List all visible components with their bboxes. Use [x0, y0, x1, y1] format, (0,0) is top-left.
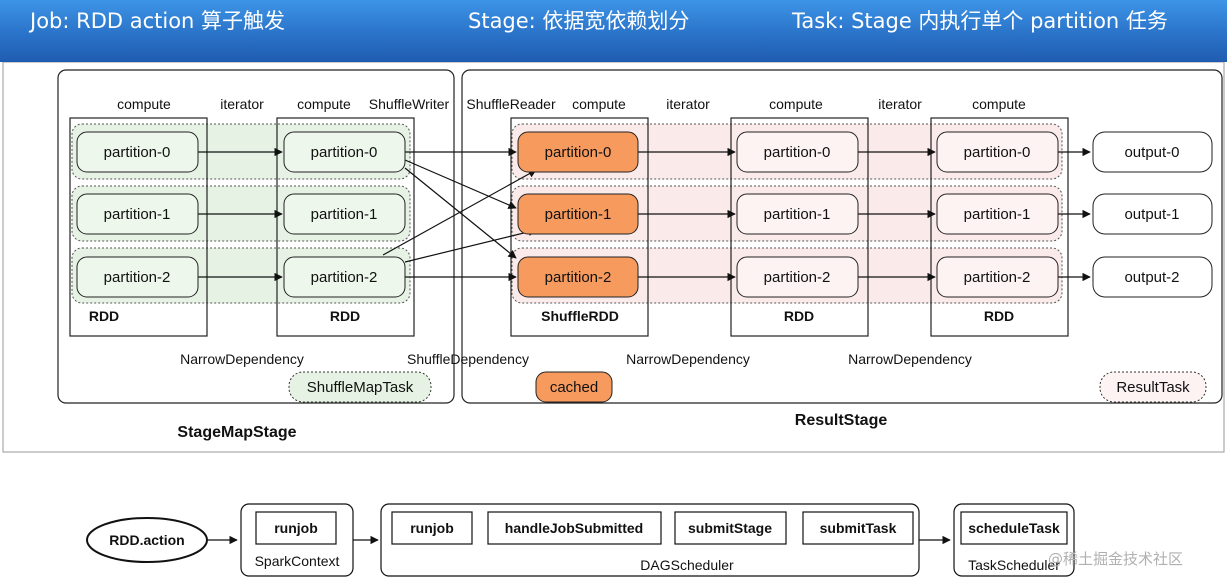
schedule-task-node — [960, 511, 1068, 545]
partition-label: partition-1 — [764, 206, 831, 223]
partition-node — [736, 193, 859, 235]
partition-node — [283, 131, 406, 173]
rdd-label: RDD — [89, 308, 119, 324]
output-label: output-2 — [1124, 269, 1179, 286]
iterator-label: iterator — [220, 96, 264, 112]
partition-label: partition-2 — [104, 269, 171, 286]
compute-label: compute — [972, 96, 1026, 112]
partition-node — [936, 131, 1059, 173]
narrow-dependency-label: NarrowDependency — [626, 351, 750, 367]
cached-label: cached — [550, 379, 598, 396]
shuffle-rdd-box — [510, 117, 649, 337]
shuffle-dependency-label: ShuffleDependency — [407, 351, 529, 367]
partition-label: partition-1 — [545, 206, 612, 223]
iterator-label: iterator — [666, 96, 710, 112]
runjob-node — [255, 511, 337, 545]
runjob-label: runjob — [274, 520, 318, 536]
dag-scheduler-label: DAGScheduler — [640, 557, 734, 573]
rdd-action-label: RDD.action — [109, 532, 184, 548]
handle-job-submitted-label: handleJobSubmitted — [505, 520, 643, 536]
job-banner-text: Job: RDD action 算子触发 — [30, 9, 286, 33]
partition-label: partition-0 — [545, 144, 612, 161]
submit-stage-label: submitStage — [688, 520, 772, 536]
partition-label: partition-0 — [764, 144, 831, 161]
cached-partition-node — [517, 193, 639, 235]
partition-label: partition-1 — [964, 206, 1031, 223]
spark-job-diagram: compute iterator compute ShuffleWriter S… — [2, 62, 1225, 577]
rdd-label: RDD — [984, 308, 1014, 324]
result-task-label: ResultTask — [1116, 379, 1190, 396]
cached-partition-node — [517, 131, 639, 173]
shuffle-arrow — [382, 169, 537, 256]
dag-runjob-label: runjob — [410, 520, 454, 536]
partition-node — [936, 193, 1059, 235]
partition-label: partition-0 — [964, 144, 1031, 161]
cached-badge — [535, 371, 613, 403]
output-node — [1092, 193, 1213, 235]
stage-banner-text: Stage: 依据宽依赖划分 — [468, 9, 690, 33]
partition-node — [283, 193, 406, 235]
partition-label: partition-2 — [764, 269, 831, 286]
rdd-label: RDD — [330, 308, 360, 324]
compute-label: compute — [297, 96, 351, 112]
stage-map-stage-panel — [57, 69, 455, 404]
partition-label: partition-1 — [311, 206, 378, 223]
task-scheduler-label: TaskScheduler — [968, 557, 1060, 573]
partition-node — [76, 193, 199, 235]
partition-node — [736, 256, 859, 298]
dag-runjob-node — [391, 511, 473, 545]
submit-task-node — [802, 511, 914, 545]
partition-node — [936, 256, 1059, 298]
compute-label: compute — [572, 96, 626, 112]
result-stage-panel — [461, 69, 1223, 404]
stage-map-stage-title: StageMapStage — [177, 424, 296, 441]
rdd-box-2 — [276, 117, 415, 337]
output-node — [1092, 131, 1213, 173]
rdd-box-4 — [930, 117, 1069, 337]
partition-label: partition-0 — [311, 144, 378, 161]
watermark: @稀土掘金技术社区 — [1048, 550, 1184, 568]
shuffle-reader-label: ShuffleReader — [466, 96, 556, 112]
result-stage-title: ResultStage — [795, 412, 888, 429]
partition-label: partition-2 — [545, 269, 612, 286]
shuffle-arrow — [404, 227, 537, 263]
rdd-box-3 — [730, 117, 869, 337]
shuffle-map-task-badge — [288, 371, 432, 403]
schedule-task-label: scheduleTask — [968, 520, 1060, 536]
partition-label: partition-2 — [964, 269, 1031, 286]
spark-context-label: SparkContext — [255, 553, 340, 569]
partition-node — [736, 131, 859, 173]
partition-label: partition-0 — [104, 144, 171, 161]
partition-label: partition-1 — [104, 206, 171, 223]
submit-stage-node — [674, 511, 787, 545]
shuffle-rdd-label: ShuffleRDD — [541, 308, 619, 324]
shuffle-arrow — [404, 167, 517, 259]
task-banner-text: Task: Stage 内执行单个 partition 任务 — [792, 9, 1168, 33]
cached-partition-node — [517, 256, 639, 298]
result-task-badge — [1099, 371, 1207, 403]
narrow-dependency-label: NarrowDependency — [180, 351, 304, 367]
output-label: output-1 — [1124, 206, 1179, 223]
rdd-label: RDD — [784, 308, 814, 324]
stage-area-frame — [2, 62, 1225, 453]
output-node — [1092, 256, 1213, 298]
rdd-box-1 — [69, 117, 208, 337]
partition-label: partition-2 — [311, 269, 378, 286]
dependency-arrows — [198, 147, 1091, 282]
partition-node — [76, 131, 199, 173]
iterator-label: iterator — [878, 96, 922, 112]
shuffle-arrow — [404, 159, 517, 209]
shuffle-map-task-label: ShuffleMapTask — [307, 379, 414, 396]
partition-node — [76, 256, 199, 298]
compute-label: compute — [769, 96, 823, 112]
top-banner: Job: RDD action 算子触发 Stage: 依据宽依赖划分 Task… — [0, 0, 1227, 62]
partition-node — [283, 256, 406, 298]
handle-job-submitted-node — [487, 511, 662, 545]
narrow-dependency-label: NarrowDependency — [848, 351, 972, 367]
shuffle-writer-label: ShuffleWriter — [369, 96, 450, 112]
submit-task-label: submitTask — [820, 520, 897, 536]
compute-label: compute — [117, 96, 171, 112]
output-label: output-0 — [1124, 144, 1179, 161]
